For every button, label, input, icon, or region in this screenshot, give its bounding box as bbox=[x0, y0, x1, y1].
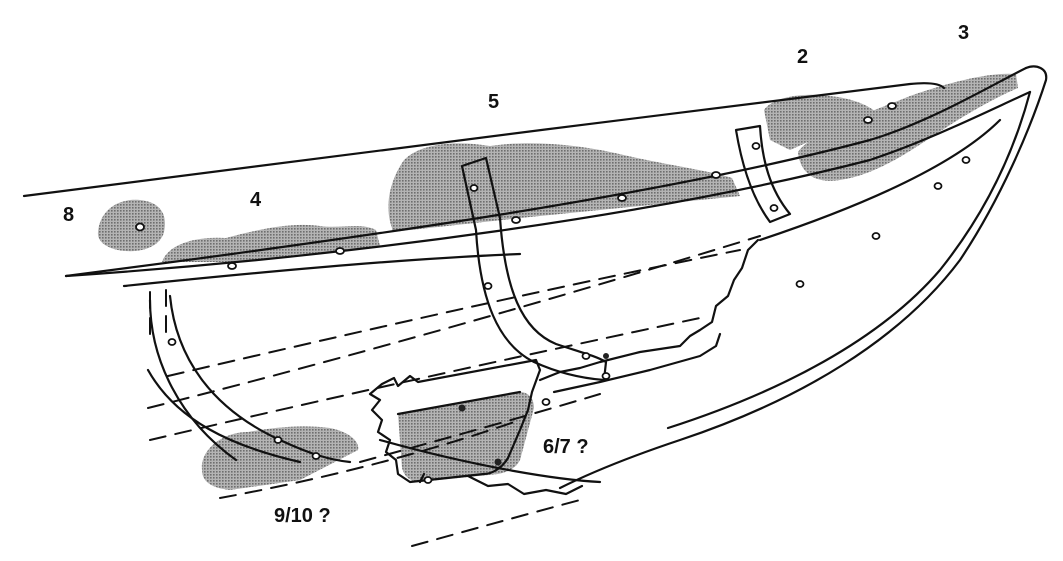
gunwale-inner bbox=[64, 90, 1032, 278]
rivets-dark bbox=[458, 353, 609, 466]
shade-area-patch bbox=[398, 392, 534, 482]
dash-line-6 bbox=[411, 499, 581, 547]
inner-planking bbox=[758, 118, 1002, 242]
stem-inner bbox=[666, 90, 1032, 430]
rivet bbox=[458, 404, 466, 412]
hull-lines bbox=[22, 65, 1048, 496]
rivet bbox=[273, 436, 283, 444]
label-6-7: 6/7 ? bbox=[543, 436, 589, 458]
label-5: 5 bbox=[488, 91, 500, 113]
rivet bbox=[135, 222, 145, 232]
shade-area-lower bbox=[201, 426, 359, 490]
stepped-break-lower bbox=[552, 332, 722, 394]
rivet bbox=[511, 216, 521, 224]
rivet bbox=[167, 338, 177, 346]
dashed-lines bbox=[147, 235, 761, 547]
rivet bbox=[541, 398, 551, 406]
rivet bbox=[751, 142, 761, 150]
rivet bbox=[617, 194, 627, 202]
rivet bbox=[603, 353, 609, 359]
rivet bbox=[469, 184, 479, 192]
dash-line-4 bbox=[219, 419, 521, 499]
shade-area-2 bbox=[764, 94, 880, 150]
rivet bbox=[311, 452, 321, 460]
sheer-line bbox=[22, 82, 946, 198]
keel-line bbox=[378, 438, 602, 484]
label-4: 4 bbox=[250, 189, 262, 211]
stem-post bbox=[558, 65, 1048, 490]
rivets bbox=[135, 102, 971, 484]
frame-center bbox=[460, 156, 608, 382]
rivet bbox=[581, 352, 591, 360]
label-8: 8 bbox=[63, 204, 75, 226]
frame-right bbox=[734, 124, 792, 224]
stringer-left-third bbox=[146, 368, 302, 464]
rivet bbox=[423, 476, 433, 484]
rivet bbox=[227, 262, 237, 270]
rivet bbox=[769, 204, 779, 212]
rivet bbox=[711, 171, 721, 179]
stepped-break-bottom bbox=[466, 474, 584, 496]
rivet bbox=[871, 232, 881, 240]
stringer-left-outer bbox=[148, 298, 238, 462]
rivet bbox=[795, 280, 805, 288]
dash-line-2 bbox=[167, 249, 741, 377]
shade-area-4 bbox=[162, 224, 380, 262]
damaged-board bbox=[368, 358, 542, 484]
rivet bbox=[601, 372, 611, 380]
label-9-10: 9/10 ? bbox=[274, 505, 331, 527]
rivet bbox=[887, 102, 897, 110]
rivet bbox=[494, 458, 502, 466]
rivet bbox=[483, 282, 493, 290]
stringer-left-inner bbox=[168, 294, 352, 464]
rivet bbox=[961, 156, 971, 164]
rivet bbox=[863, 116, 873, 124]
dash-line-5 bbox=[359, 393, 601, 463]
label-3: 3 bbox=[958, 22, 970, 44]
stepped-break bbox=[538, 238, 760, 382]
damaged-board-inner bbox=[396, 390, 522, 484]
shade-area-5 bbox=[388, 143, 740, 232]
shade-area-8 bbox=[97, 199, 165, 252]
label-2: 2 bbox=[797, 46, 809, 68]
rivet bbox=[335, 247, 345, 255]
rivet bbox=[933, 182, 943, 190]
